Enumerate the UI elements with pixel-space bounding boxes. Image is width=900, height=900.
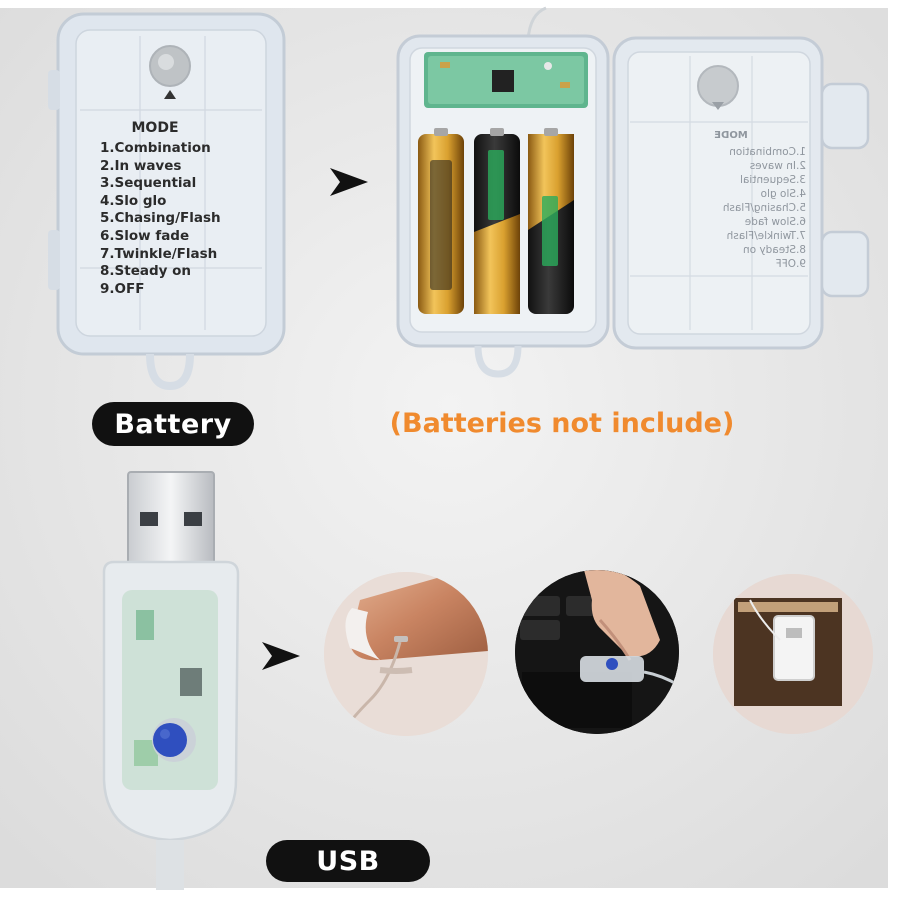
- mirrored-mode-list: 1.Combination 2.In waves 3.Sequential 4.…: [656, 145, 806, 271]
- usb-controller: [102, 471, 240, 890]
- list-item: 7.Twinkle/Flash: [726, 230, 806, 242]
- mirrored-mode-title: MODE: [714, 130, 748, 141]
- list-item: 8.Steady on: [743, 244, 806, 256]
- mode-title: MODE: [131, 120, 179, 136]
- usb-label: USB: [266, 840, 430, 882]
- mirrored-mode-card: MODE 1.Combination 2.In waves 3.Sequenti…: [656, 130, 806, 271]
- list-item: 1.Combination: [100, 140, 211, 156]
- list-item: 2.In waves: [749, 160, 806, 172]
- list-item: 3.Sequential: [740, 174, 806, 186]
- closed-battery-box: [48, 12, 286, 391]
- battery-label: Battery: [92, 402, 254, 446]
- wall-adapter-photo: [713, 574, 873, 734]
- arrow-right-icon: [262, 642, 300, 670]
- list-item: 3.Sequential: [100, 175, 197, 192]
- list-item: 5.Chasing/Flash: [722, 202, 806, 214]
- list-item: 2.In waves: [100, 157, 182, 174]
- usb-mode-button: [153, 723, 187, 757]
- list-item: 6.Slow fade: [744, 216, 806, 228]
- open-battery-box: [396, 6, 870, 378]
- mode-card: MODE 1.Combination 2.In waves 3.Sequenti…: [100, 120, 250, 298]
- list-item: 9.OFF: [775, 258, 806, 270]
- list-item: 9.OFF: [100, 280, 145, 297]
- list-item: 8.Steady on: [100, 263, 192, 280]
- list-item: 1.Combination: [729, 146, 806, 158]
- list-item: 4.Slo glo: [100, 192, 167, 209]
- mode-list: 1.Combination 2.In waves 3.Sequential 4.…: [100, 140, 250, 298]
- list-item: 6.Slow fade: [100, 227, 190, 244]
- list-item: 7.Twinkle/Flash: [100, 245, 218, 262]
- list-item: 5.Chasing/Flash: [100, 210, 221, 227]
- list-item: 4.Slo glo: [760, 188, 806, 200]
- arrow-right-icon: [330, 168, 368, 196]
- batteries-not-included-note: (Batteries not include): [389, 408, 735, 439]
